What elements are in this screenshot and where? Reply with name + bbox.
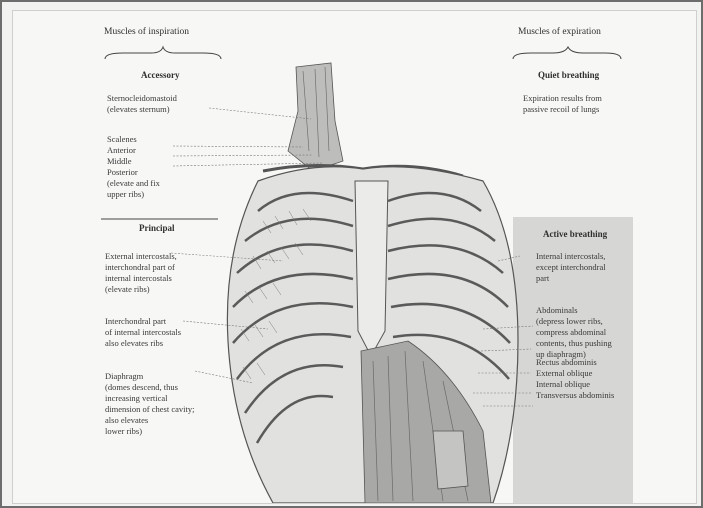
principal-diaphragm-label: Diaphragm (domes descend, thus increasin… bbox=[105, 371, 215, 437]
expiration-title: Muscles of expiration bbox=[518, 27, 601, 37]
expiration-brace bbox=[513, 47, 621, 59]
quiet-breathing-label: Expiration results from passive recoil o… bbox=[523, 93, 633, 115]
accessory-heading: Accessory bbox=[141, 70, 179, 80]
active-abdominal-muscles-label: Abdominals (depress lower ribs, compress… bbox=[536, 305, 631, 360]
principal-external-intercostals-label: External intercostals, interchondral par… bbox=[105, 251, 215, 295]
active-internal-intercostals-label: Internal intercostals, except interchond… bbox=[536, 251, 631, 284]
principal-interchondral-label: Interchondral part of internal intercost… bbox=[105, 316, 215, 349]
rectus-sheath bbox=[433, 431, 468, 489]
inspiration-title: Muscles of inspiration bbox=[104, 27, 189, 37]
active-abdominal-list-label: Rectus abdominis External oblique Intern… bbox=[536, 357, 631, 401]
figure-panel: Muscles of inspiration Muscles of expira… bbox=[12, 10, 697, 504]
principal-heading: Principal bbox=[139, 223, 175, 233]
quiet-breathing-heading: Quiet breathing bbox=[538, 70, 599, 80]
accessory-sternocleidomastoid-label: Sternocleidomastoid (elevates sternum) bbox=[107, 93, 217, 115]
sternum bbox=[355, 181, 388, 356]
accessory-scalenes-label: Scalenes Anterior Middle Posterior (elev… bbox=[107, 134, 197, 200]
inspiration-brace bbox=[105, 47, 221, 59]
active-breathing-heading: Active breathing bbox=[543, 229, 607, 239]
